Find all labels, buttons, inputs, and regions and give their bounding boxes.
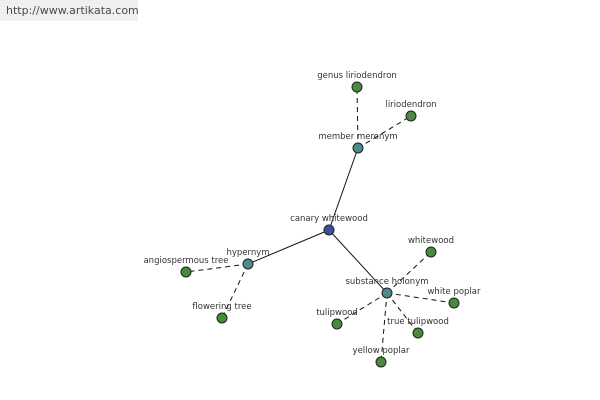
node-label-whitewood: whitewood bbox=[408, 236, 454, 246]
node-label-genus-liriodendron: genus liriodendron bbox=[317, 71, 397, 81]
node-label-member-meronym: member meronym bbox=[318, 132, 397, 142]
node-canary-whitewood[interactable] bbox=[323, 224, 335, 236]
source-url-text: http://www.artikata.com bbox=[6, 4, 139, 17]
node-genus-liriodendron[interactable] bbox=[351, 81, 363, 93]
edge-substance-holonym-to-tulipwood bbox=[336, 292, 388, 325]
edge-substance-holonym-to-whitewood bbox=[386, 251, 432, 294]
node-flowering-tree[interactable] bbox=[216, 312, 228, 324]
source-url-bar: http://www.artikata.com bbox=[0, 0, 139, 21]
labels-layer: canary whitewood member meronym hypernym su… bbox=[143, 71, 481, 356]
node-label-true-tulipwood: true tulipwood bbox=[387, 317, 449, 327]
node-hypernym[interactable] bbox=[242, 258, 254, 270]
node-label-hypernym: hypernym bbox=[226, 248, 269, 258]
edge-member-meronym-to-liriodendron bbox=[357, 115, 412, 149]
edge-canary-whitewood-to-hypernym bbox=[247, 229, 330, 265]
node-label-angiospermous-tree: angiospermous tree bbox=[143, 256, 228, 266]
node-yellow-poplar[interactable] bbox=[375, 356, 387, 368]
node-substance-holonym[interactable] bbox=[381, 287, 393, 299]
node-label-liriodendron: liriodendron bbox=[385, 100, 436, 110]
node-label-white-poplar: white poplar bbox=[427, 287, 481, 297]
node-label-yellow-poplar: yellow poplar bbox=[353, 346, 410, 356]
edge-hypernym-to-flowering-tree bbox=[221, 263, 249, 319]
node-liriodendron[interactable] bbox=[405, 110, 417, 122]
node-label-tulipwood: tulipwood bbox=[316, 308, 358, 318]
node-label-substance-holonym: substance holonym bbox=[345, 277, 428, 287]
edges-layer bbox=[185, 86, 455, 363]
edge-canary-whitewood-to-member-meronym bbox=[328, 147, 359, 231]
node-true-tulipwood[interactable] bbox=[412, 327, 424, 339]
node-label-canary-whitewood: canary whitewood bbox=[290, 214, 368, 224]
edge-substance-holonym-to-yellow-poplar bbox=[380, 292, 388, 363]
node-label-flowering-tree: flowering tree bbox=[192, 302, 251, 312]
node-angiospermous-tree[interactable] bbox=[180, 266, 192, 278]
edge-hypernym-to-angiospermous-tree bbox=[185, 263, 249, 273]
edge-member-meronym-to-genus-liriodendron bbox=[356, 86, 359, 149]
edge-canary-whitewood-to-substance-holonym bbox=[328, 229, 388, 294]
node-whitewood[interactable] bbox=[425, 246, 437, 258]
node-white-poplar[interactable] bbox=[448, 297, 460, 309]
nodes-layer bbox=[180, 81, 460, 368]
edge-substance-holonym-to-true-tulipwood bbox=[386, 292, 419, 334]
node-tulipwood[interactable] bbox=[331, 318, 343, 330]
node-member-meronym[interactable] bbox=[352, 142, 364, 154]
edge-substance-holonym-to-white-poplar bbox=[386, 292, 455, 304]
